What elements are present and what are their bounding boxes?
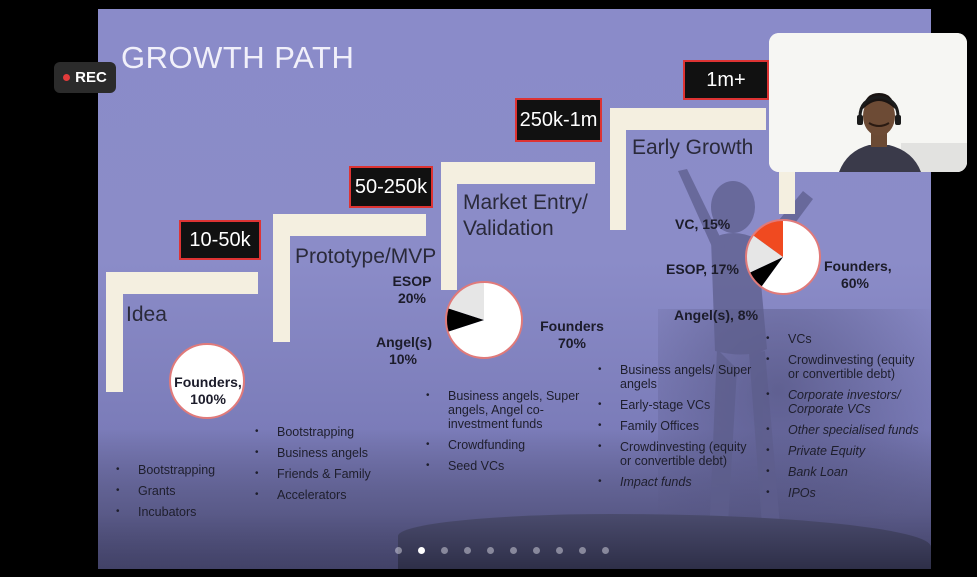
pie-label-esop-20-line1: ESOP [392,273,432,289]
dot-icon[interactable] [487,547,494,554]
pie-outline [745,219,821,295]
pie-slice-founders [447,282,522,358]
pie-slice-esop [447,282,484,320]
dot-icon[interactable] [533,547,540,554]
step-prototype-horizontal [273,214,426,236]
dot-icon[interactable] [441,547,448,554]
pie-label-founders-70: Founders 70% [538,318,606,352]
list-item: Grants [116,484,246,498]
pie-outline [445,281,523,359]
stage-label-market-entry-line2: Validation [463,217,554,240]
stage-label-early-growth: Early Growth [632,136,754,159]
pie-label-founders-100-line2: 100% [190,391,226,407]
pie-slice-founders [761,220,820,294]
pie-label-esop-20-line2: 20% [397,290,427,306]
presenter-video-image [769,33,967,172]
pie-label-angels-10-line1: Angel(s) [376,334,432,350]
pie-label-vc-15: VC, 15% [675,216,731,232]
list-item: Early-stage VCs [598,398,758,412]
list-item: Other specialised funds [766,423,926,437]
bullets-idea: Bootstrapping Grants Incubators [116,463,246,526]
pie-label-angels-10: Angel(s) 10% [376,334,432,368]
recording-label: REC [75,69,107,86]
list-item: Corporate investors/ Corporate VCs [766,388,926,416]
pie-label-founders-60: Founders, 60% [824,258,892,292]
list-item: Bootstrapping [255,425,405,439]
pie-label-angels-10-line2: 10% [388,351,418,367]
step-early-growth-vertical [610,108,626,230]
recording-indicator: REC [54,62,116,93]
pie-label-founders-70-line2: 70% [557,335,587,351]
list-item: Bank Loan [766,465,926,479]
stage-label-market-entry: Market Entry/ Validation [463,190,588,242]
letterbox-left [0,0,98,577]
pie-slice-esop [746,235,783,273]
list-item: Seed VCs [426,459,594,473]
pie-label-esop-20: ESOP 20% [392,273,432,307]
dot-icon[interactable] [510,547,517,554]
amount-box-250k-1m: 250k-1m [515,98,602,142]
stage-label-prototype: Prototype/MVP [295,245,437,268]
list-item: Private Equity [766,444,926,458]
dot-icon[interactable] [556,547,563,554]
pie-chart-idea [169,343,245,419]
dot-icon[interactable] [395,547,402,554]
dot-icon[interactable] [464,547,471,554]
pie-slice-angel-s [749,257,783,287]
step-market-vertical [441,162,457,290]
pie-slice-vc [753,220,783,257]
slide-title: GROWTH PATH [121,40,355,75]
red-dot-icon [63,74,71,81]
step-late-vertical [779,172,795,214]
pie-label-founders-100: Founders, 100% [172,374,244,408]
list-item: Friends & Family [255,467,405,481]
list-item: Business angels/ Super angels [598,363,758,391]
amount-box-10-50k: 10-50k [179,220,261,260]
bullets-late-stage: VCs Crowdinvesting (equity or convertibl… [766,332,926,507]
webcam-video-overlay[interactable] [769,33,967,172]
amount-box-1m-plus: 1m+ [683,60,769,100]
list-item: Crowdinvesting (equity or convertible de… [598,440,758,468]
step-idea-vertical [106,272,123,392]
pie-label-founders-70-line1: Founders [540,318,604,334]
step-early-growth-horizontal [610,108,766,130]
dot-icon[interactable] [579,547,586,554]
pie-chart-early-growth [745,219,821,295]
pie-slice-founders [169,343,245,419]
list-item: Crowdfunding [426,438,594,452]
list-item: Accelerators [255,488,405,502]
bullets-prototype: Bootstrapping Business angels Friends & … [255,425,405,509]
slide-pagination [395,547,609,554]
step-idea-horizontal [106,272,258,294]
stage-label-idea: Idea [126,303,167,326]
list-item: IPOs [766,486,926,500]
pie-label-esop-17: ESOP, 17% [666,261,739,277]
stage-label-market-entry-line1: Market Entry/ [463,191,588,214]
bullets-early-growth: Business angels/ Super angels Early-stag… [598,363,758,496]
pie-label-angels-8: Angel(s), 8% [674,307,759,323]
amount-box-50-250k: 50-250k [349,166,433,208]
pie-label-founders-100-line1: Founders, [174,374,242,390]
step-market-horizontal [441,162,595,184]
dot-icon[interactable] [602,547,609,554]
list-item: Impact funds [598,475,758,489]
list-item: Business angels [255,446,405,460]
list-item: Family Offices [598,419,758,433]
list-item: Bootstrapping [116,463,246,477]
list-item: Incubators [116,505,246,519]
step-prototype-vertical [273,214,290,342]
dot-icon[interactable] [418,547,425,554]
list-item: Crowdinvesting (equity or convertible de… [766,353,926,381]
pie-chart-market-entry [445,281,523,359]
pie-label-founders-60-line2: 60% [840,275,870,291]
list-item: Business angels, Super angels, Angel co-… [426,389,594,431]
pie-label-founders-60-line1: Founders, [824,258,892,274]
pie-slice-angel-s [446,308,484,332]
bullets-market-entry: Business angels, Super angels, Angel co-… [426,389,594,480]
list-item: VCs [766,332,926,346]
